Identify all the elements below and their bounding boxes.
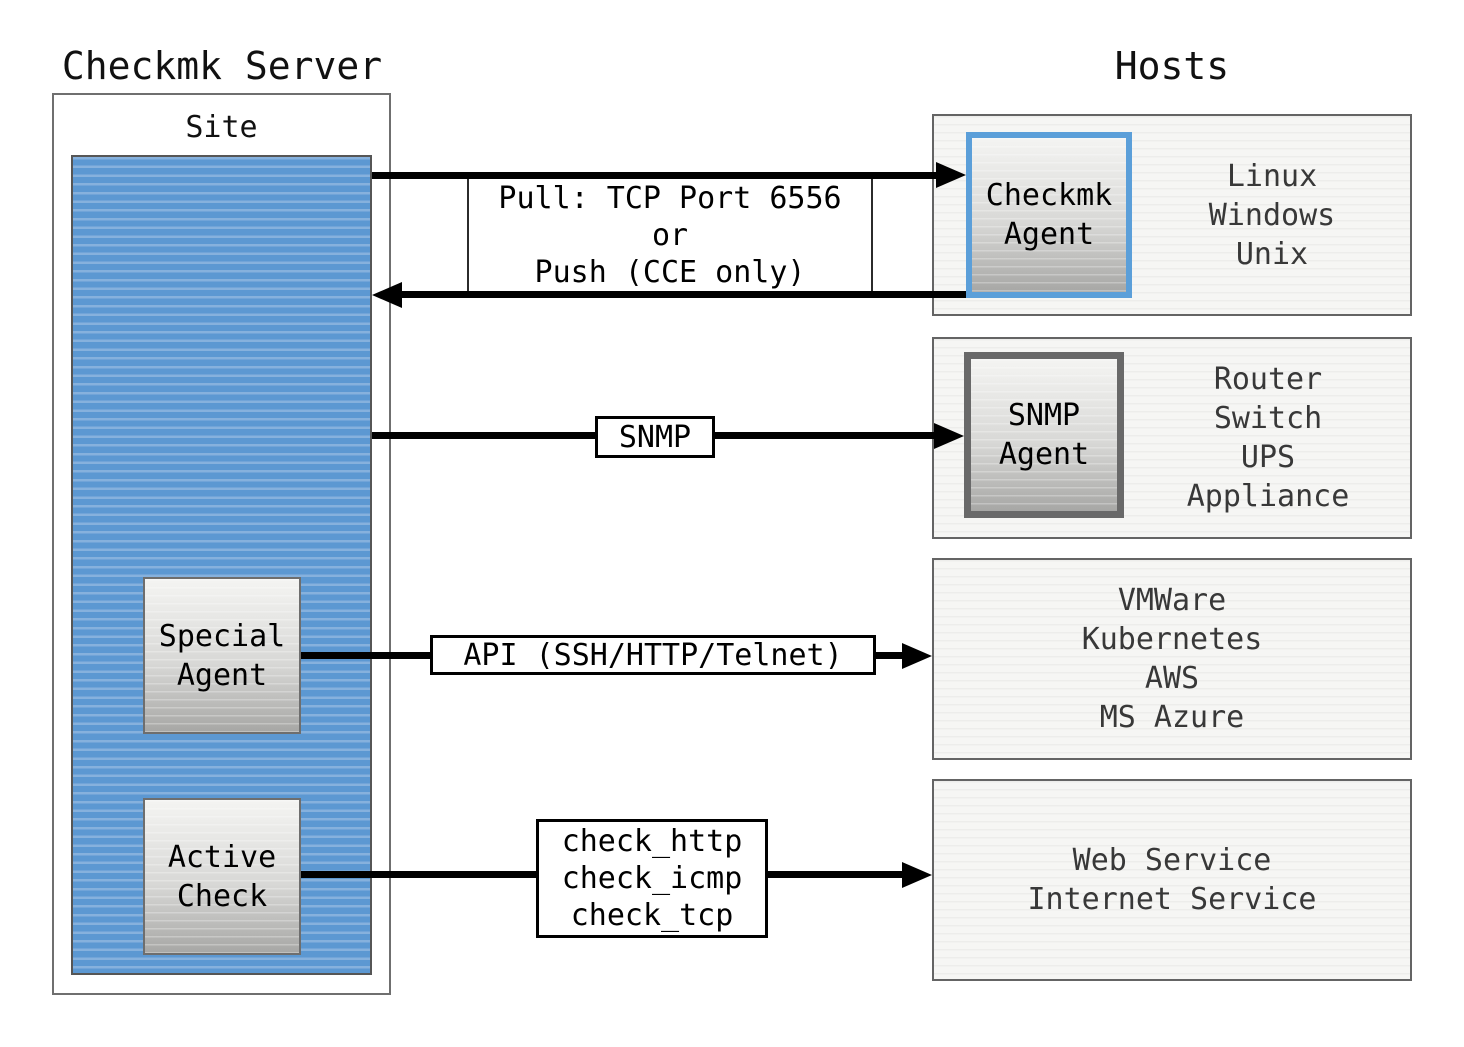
arrow-checks-head-icon [902, 862, 932, 888]
host-item: UPS [1240, 440, 1296, 475]
special-agent-box: Special Agent [143, 577, 301, 734]
active-check-box: Active Check [143, 798, 301, 955]
arrow-push-head-icon [372, 282, 402, 308]
host-item: Switch [1213, 401, 1323, 436]
host-item: Internet Service [1027, 882, 1317, 917]
checkmk-agent-label-line2: Agent [1003, 217, 1095, 252]
arrow-api-head-icon [902, 643, 932, 669]
arrow-pull-shaft [372, 172, 936, 179]
snmp-agent-label-line2: Agent [998, 437, 1090, 472]
host-box-cloud-platforms [932, 558, 1412, 760]
server-title: Checkmk Server [61, 44, 383, 88]
checkmk-agent-label-line1: Checkmk [985, 178, 1113, 213]
pull-push-label-line1: Pull: TCP Port 6556 [498, 181, 842, 216]
hosts-title: Hosts [1114, 44, 1230, 88]
api-connection-label: API (SSH/HTTP/Telnet) [430, 635, 876, 675]
checks-label-line3: check_tcp [570, 898, 734, 933]
host-list-web-services: Web Service Internet Service [932, 779, 1412, 981]
arrow-pull-head-icon [936, 162, 966, 188]
host-item: Linux [1226, 158, 1318, 194]
arrow-push-shaft [402, 291, 966, 298]
active-check-label-line1: Active [167, 839, 277, 875]
checks-label-line2: check_icmp [561, 861, 743, 896]
host-list-network-devices: Router Switch UPS Appliance [1124, 337, 1412, 539]
pull-push-label-line2: or [651, 218, 689, 253]
active-check-label-line2: Check [176, 878, 268, 914]
arrow-snmp-head-icon [934, 423, 964, 449]
special-agent-label-line1: Special [158, 618, 286, 654]
host-item: VMWare [1117, 583, 1227, 618]
host-item: Router [1213, 362, 1323, 397]
host-item: Windows [1208, 197, 1336, 233]
host-item: Web Service [1072, 843, 1272, 878]
host-box-web-services [932, 779, 1412, 981]
checks-connection-label: check_http check_icmp check_tcp [536, 819, 768, 938]
special-agent-label-line2: Agent [176, 657, 268, 693]
checkmk-agent-box: Checkmk Agent [966, 132, 1132, 298]
checks-label-line1: check_http [561, 824, 743, 859]
snmp-connection-label: SNMP [595, 416, 715, 458]
host-item: Kubernetes [1081, 622, 1263, 657]
host-list-cloud-platforms: VMWare Kubernetes AWS MS Azure [932, 558, 1412, 760]
pull-push-label-line3: Push (CCE only) [534, 255, 806, 290]
snmp-agent-box: SNMP Agent [964, 352, 1124, 518]
host-item: MS Azure [1099, 700, 1245, 735]
host-list-linux-windows-unix: Linux Windows Unix [1132, 114, 1412, 316]
host-item: Unix [1235, 236, 1309, 272]
snmp-agent-label-line1: SNMP [1007, 398, 1081, 433]
host-item: Appliance [1186, 479, 1350, 514]
pull-push-connection-label: Pull: TCP Port 6556 or Push (CCE only) [467, 179, 873, 292]
site-label: Site [185, 110, 258, 145]
host-item: AWS [1144, 661, 1200, 696]
